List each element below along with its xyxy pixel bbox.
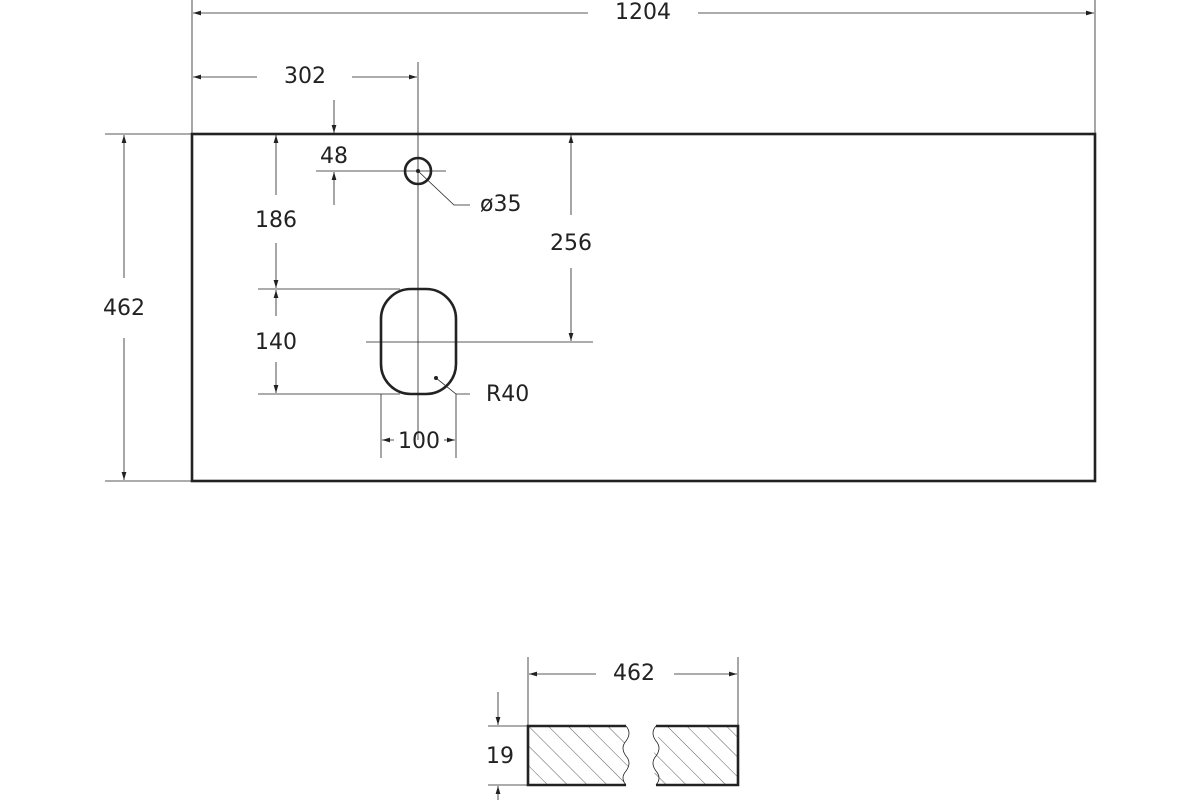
dim-hole-offset-x: 302 bbox=[284, 64, 326, 89]
dim-basin-center: 256 bbox=[550, 231, 592, 256]
dim-section-thickness: 19 bbox=[486, 744, 514, 769]
dim-overall-width: 1204 bbox=[615, 0, 671, 25]
basin-cutout bbox=[379, 287, 458, 396]
dim-corner-radius: R40 bbox=[486, 382, 529, 407]
dimension-labels: 1204 302 48 ø35 186 256 462 140 R40 100 bbox=[103, 0, 671, 454]
dim-basin-width: 100 bbox=[398, 429, 440, 454]
dim-hole-diameter: ø35 bbox=[480, 192, 521, 217]
extension-lines bbox=[105, 0, 1096, 482]
dimension-lines bbox=[121, 10, 1094, 480]
section-left-piece bbox=[528, 726, 629, 785]
dim-section-depth: 462 bbox=[613, 661, 655, 686]
dim-basin-length: 140 bbox=[255, 330, 297, 355]
countertop-outline bbox=[190, 132, 1097, 483]
dim-hole-to-basin: 186 bbox=[255, 208, 297, 233]
section-right-piece bbox=[653, 726, 738, 785]
section-view: 462 19 bbox=[486, 657, 740, 800]
dim-overall-depth: 462 bbox=[103, 296, 145, 321]
dim-hole-offset-top: 48 bbox=[320, 144, 348, 169]
plan-view bbox=[190, 132, 1097, 483]
